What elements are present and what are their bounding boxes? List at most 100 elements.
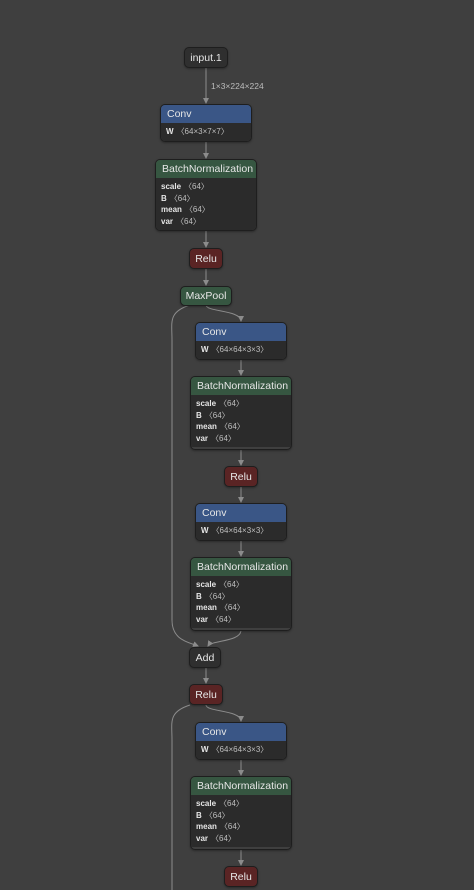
attr-key: mean [196, 422, 217, 431]
attr-value: 〈64〉 [204, 410, 230, 420]
node-maxpool[interactable]: MaxPool [180, 286, 232, 306]
attr-row: scale〈64〉 [196, 398, 286, 410]
node-conv-3-attrs: W〈64×64×3×3〉 [196, 522, 286, 540]
edge-relu3-conv4 [205, 704, 244, 722]
attr-value: 〈64〉 [219, 603, 245, 612]
node-batchnorm-4-label: BatchNormalization [191, 777, 291, 795]
node-relu-4[interactable]: Relu [224, 866, 258, 887]
node-relu-3[interactable]: Relu [189, 684, 223, 705]
attr-value: 〈64〉 [211, 833, 236, 843]
edge-label-input-shape: 1×3×224×224 [211, 81, 264, 91]
attr-row: mean〈64〉 [196, 602, 286, 614]
node-relu-4-label: Relu [230, 870, 252, 883]
node-relu-1[interactable]: Relu [189, 248, 223, 269]
attr-row: B〈64〉 [196, 410, 286, 422]
node-conv-4-label: Conv [196, 723, 286, 741]
edge-maxpool-add-skip [171, 304, 199, 647]
attr-value: 〈64〉 [219, 799, 244, 808]
attr-row: mean〈64〉 [161, 204, 251, 216]
attr-key: var [196, 614, 209, 624]
attr-value: 〈64〉 [184, 182, 209, 191]
edge-maxpool-conv2 [205, 304, 244, 322]
node-batchnorm-2-label: BatchNormalization [191, 377, 291, 395]
edge-bn3-add [207, 629, 242, 647]
node-batchnorm-3-label: BatchNormalization [191, 558, 291, 576]
node-relu-2-label: Relu [230, 470, 252, 483]
node-conv-4-attrs: W〈64×64×3×3〉 [196, 741, 286, 759]
attr-value: 〈64〉 [169, 193, 195, 203]
node-batchnorm-1-attrs: scale〈64〉 B〈64〉 mean〈64〉 var〈64〉 [156, 178, 256, 230]
node-input-label: input.1 [190, 51, 222, 64]
attr-row: var〈64〉 [196, 833, 286, 845]
node-relu-1-label: Relu [195, 252, 217, 265]
node-add[interactable]: Add [189, 647, 221, 668]
attr-key: W [201, 745, 209, 754]
attr-row: var〈64〉 [196, 614, 286, 626]
attr-key: B [196, 810, 202, 820]
attr-row: B〈64〉 [196, 591, 286, 603]
attr-key: var [161, 216, 174, 226]
attr-value: 〈64〉 [219, 580, 244, 589]
attr-row: mean〈64〉 [196, 421, 286, 433]
node-batchnorm-1-label: BatchNormalization [156, 160, 256, 178]
edge-relu3-skip [171, 704, 191, 890]
attr-key: scale [196, 399, 217, 408]
attr-row: mean〈64〉 [196, 821, 286, 833]
attr-value: 〈64×64×3×3〉 [211, 345, 269, 354]
attr-key: var [196, 833, 209, 843]
node-batchnorm-4[interactable]: BatchNormalization scale〈64〉 B〈64〉 mean〈… [190, 776, 292, 850]
node-relu-3-label: Relu [195, 688, 217, 701]
attr-row: scale〈64〉 [161, 181, 251, 193]
attr-key: W [201, 526, 209, 535]
attr-value: 〈64〉 [176, 216, 201, 226]
attr-value: 〈64×3×7×7〉 [176, 127, 229, 136]
attr-key: mean [196, 603, 217, 612]
attr-key: B [196, 591, 202, 601]
attr-key: W [201, 345, 209, 354]
attr-value: 〈64〉 [219, 422, 245, 431]
attr-key: B [161, 193, 167, 203]
attr-value: 〈64×64×3×3〉 [211, 745, 269, 754]
attr-row: B〈64〉 [196, 810, 286, 822]
node-add-label: Add [195, 651, 215, 664]
node-conv-3[interactable]: Conv W〈64×64×3×3〉 [195, 503, 287, 541]
node-batchnorm-2-attrs: scale〈64〉 B〈64〉 mean〈64〉 var〈64〉 [191, 395, 291, 447]
node-batchnorm-3-attrs: scale〈64〉 B〈64〉 mean〈64〉 var〈64〉 [191, 576, 291, 628]
attr-row: scale〈64〉 [196, 798, 286, 810]
attr-value: 〈64〉 [204, 810, 230, 820]
attr-value: 〈64〉 [211, 433, 236, 443]
attr-key: scale [196, 799, 217, 808]
node-relu-2[interactable]: Relu [224, 466, 258, 487]
attr-key: B [196, 410, 202, 420]
attr-value: 〈64〉 [204, 591, 230, 601]
attr-row: W〈64×64×3×3〉 [201, 744, 281, 756]
attr-key: mean [196, 822, 217, 831]
node-conv-1-label: Conv [161, 105, 251, 123]
attr-key: mean [161, 205, 182, 214]
attr-key: scale [161, 182, 182, 191]
node-maxpool-label: MaxPool [185, 290, 227, 302]
node-conv-3-label: Conv [196, 504, 286, 522]
attr-key: scale [196, 580, 217, 589]
node-batchnorm-3[interactable]: BatchNormalization scale〈64〉 B〈64〉 mean〈… [190, 557, 292, 631]
node-batchnorm-1[interactable]: BatchNormalization scale〈64〉 B〈64〉 mean〈… [155, 159, 257, 231]
attr-row: var〈64〉 [161, 216, 251, 228]
node-batchnorm-2[interactable]: BatchNormalization scale〈64〉 B〈64〉 mean〈… [190, 376, 292, 450]
attr-row: var〈64〉 [196, 433, 286, 445]
node-conv-2-label: Conv [196, 323, 286, 341]
attr-value: 〈64×64×3×3〉 [211, 526, 269, 535]
node-input[interactable]: input.1 [184, 47, 228, 68]
attr-value: 〈64〉 [219, 399, 244, 408]
attr-row: scale〈64〉 [196, 579, 286, 591]
node-batchnorm-4-attrs: scale〈64〉 B〈64〉 mean〈64〉 var〈64〉 [191, 795, 291, 847]
attr-key: W [166, 127, 174, 136]
node-conv-1[interactable]: Conv W〈64×3×7×7〉 [160, 104, 252, 142]
attr-row: W〈64×64×3×3〉 [201, 344, 281, 356]
attr-row: W〈64×64×3×3〉 [201, 525, 281, 537]
attr-value: 〈64〉 [211, 614, 236, 624]
node-conv-2-attrs: W〈64×64×3×3〉 [196, 341, 286, 359]
attr-key: var [196, 433, 209, 443]
node-conv-2[interactable]: Conv W〈64×64×3×3〉 [195, 322, 287, 360]
node-conv-4[interactable]: Conv W〈64×64×3×3〉 [195, 722, 287, 760]
